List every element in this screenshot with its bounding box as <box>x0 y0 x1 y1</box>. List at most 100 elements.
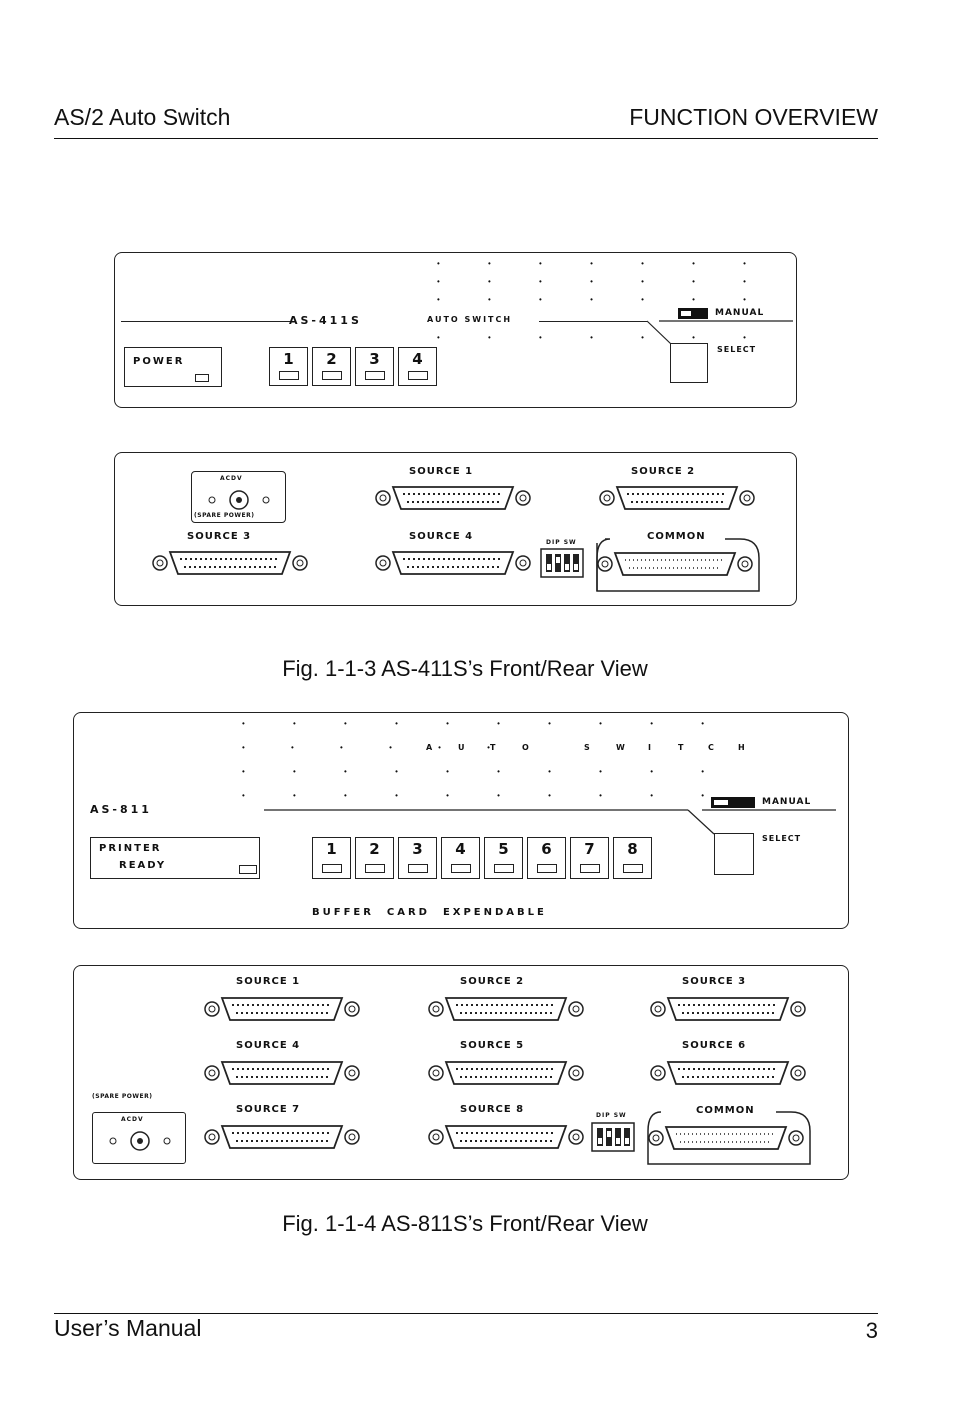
header-rule <box>54 138 878 139</box>
source3-label: SOURCE 3 <box>187 531 252 542</box>
auto-letter-t: T <box>490 743 497 752</box>
common-label: COMMON <box>696 1105 755 1116</box>
panel-line <box>121 321 291 322</box>
power-box: POWER <box>124 347 222 387</box>
auto-letter-u: U <box>458 743 466 752</box>
acdv-label: ACDV <box>121 1116 144 1123</box>
db25-connector-icon <box>428 1061 584 1085</box>
manual-label: MANUAL <box>715 308 765 318</box>
vent-dots: • • • • • • • • • • <box>242 719 728 728</box>
db25-connector-icon <box>204 997 360 1021</box>
source-button-4[interactable]: 4 <box>441 837 480 879</box>
switch-letter-i: I <box>648 743 652 752</box>
vent-dots: • • • • • • • <box>437 295 769 304</box>
source1-label: SOURCE 1 <box>236 976 301 987</box>
db25-connector-icon <box>428 1125 584 1149</box>
source-button-2[interactable]: 2 <box>312 347 351 386</box>
auto-switch-label: AUTO SWITCH <box>427 315 513 324</box>
switch-letter-c: C <box>708 743 715 752</box>
db25-connector-icon <box>599 486 755 510</box>
power-jack-icon <box>208 490 270 510</box>
auto-letter-o: O <box>522 743 530 752</box>
switch-letter-w: W <box>616 743 626 752</box>
source-button-3[interactable]: 3 <box>355 347 394 386</box>
figure-caption-1: Fig. 1-1-3 AS-411S’s Front/Rear View <box>282 656 648 681</box>
header-title-right: FUNCTION OVERVIEW <box>629 104 878 130</box>
db25-connector-icon <box>428 997 584 1021</box>
select-button[interactable] <box>714 833 754 875</box>
rear-connectors <box>152 486 760 592</box>
source-button-2[interactable]: 2 <box>355 837 394 879</box>
ready-label: READY <box>119 860 167 871</box>
acdv-jack-box: ACDV <box>92 1112 186 1164</box>
source-button-4[interactable]: 4 <box>398 347 437 386</box>
as811s-rear-panel: SOURCE 1 SOURCE 2 SOURCE 3 SOURCE 4 SOUR… <box>73 965 849 1180</box>
db25-connector-icon <box>597 552 753 576</box>
source-button-6[interactable]: 6 <box>527 837 566 879</box>
source-button-5[interactable]: 5 <box>484 837 523 879</box>
db25-connector-icon <box>204 1125 360 1149</box>
acdv-label: ACDV <box>220 475 243 482</box>
source-button-3[interactable]: 3 <box>398 837 437 879</box>
page-number: 3 <box>865 1318 878 1343</box>
manual-toggle[interactable] <box>678 308 708 319</box>
source-button-1[interactable]: 1 <box>312 837 351 879</box>
vent-dots: • • • • • • • <box>437 259 769 268</box>
switch-letter-h: H <box>738 743 746 752</box>
select-button[interactable] <box>670 343 708 383</box>
vent-dots: • • • • • • • • • • <box>242 767 728 776</box>
dip-switch-icon <box>540 548 584 578</box>
figure-caption-2: Fig. 1-1-4 AS-811S’s Front/Rear View <box>282 1211 648 1236</box>
buffer-card-label: BUFFER CARD EXPENDABLE <box>312 907 547 918</box>
common-label: COMMON <box>647 531 706 542</box>
source4-label: SOURCE 4 <box>409 531 474 542</box>
manual-toggle[interactable] <box>711 797 755 808</box>
dip-switch-label: DIP SW <box>546 539 577 546</box>
ready-led <box>239 865 257 874</box>
vent-dots: • • • • • • • • • • <box>242 791 728 800</box>
db25-connector-icon <box>375 486 531 510</box>
dip-switch-label: DIP SW <box>596 1112 627 1119</box>
source-button-8[interactable]: 8 <box>613 837 652 879</box>
source5-label: SOURCE 5 <box>460 1040 525 1051</box>
source-button-7[interactable]: 7 <box>570 837 609 879</box>
source1-label: SOURCE 1 <box>409 466 474 477</box>
db25-connector-icon <box>375 551 531 575</box>
spare-power-label: (SPARE POWER) <box>194 512 255 519</box>
model-label: AS-811 <box>90 803 152 816</box>
as411s-front-panel: • • • • • • • • • • • • • • • • • • • • … <box>114 252 797 408</box>
power-label: POWER <box>133 356 185 367</box>
source6-label: SOURCE 6 <box>682 1040 747 1051</box>
source4-label: SOURCE 4 <box>236 1040 301 1051</box>
footer-rule <box>54 1313 878 1314</box>
source2-label: SOURCE 2 <box>631 466 696 477</box>
db25-connector-icon <box>648 1126 804 1150</box>
select-label: SELECT <box>717 345 757 354</box>
common-connector-frame <box>647 1111 811 1165</box>
switch-letter-s: S <box>584 743 591 752</box>
source8-label: SOURCE 8 <box>460 1104 525 1115</box>
source2-label: SOURCE 2 <box>460 976 525 987</box>
model-label: AS-411S <box>289 314 362 327</box>
dip-switch-icon <box>591 1122 635 1152</box>
db25-connector-icon <box>650 997 806 1021</box>
db25-connector-icon <box>152 551 308 575</box>
vent-dots: • • • • • • <box>242 743 512 752</box>
spare-power-label: (SPARE POWER) <box>92 1093 153 1100</box>
power-led <box>195 374 209 382</box>
select-label: SELECT <box>762 834 802 843</box>
source7-label: SOURCE 7 <box>236 1104 301 1115</box>
header-title-left: AS/2 Auto Switch <box>54 104 231 130</box>
switch-letter-t: T <box>678 743 685 752</box>
select-lines <box>264 809 836 835</box>
source-button-1[interactable]: 1 <box>269 347 308 386</box>
as811s-front-panel: • • • • • • • • • • • • • • • • A U T O … <box>73 712 849 929</box>
acdv-jack-box: ACDV (SPARE POWER) <box>191 471 286 523</box>
manual-label: MANUAL <box>762 797 812 807</box>
auto-letter-a: A <box>426 743 434 752</box>
footer-title: User’s Manual <box>54 1315 202 1341</box>
db25-connector-icon <box>650 1061 806 1085</box>
select-lines <box>646 320 793 345</box>
printer-ready-box: PRINTER READY <box>90 837 260 879</box>
source3-label: SOURCE 3 <box>682 976 747 987</box>
